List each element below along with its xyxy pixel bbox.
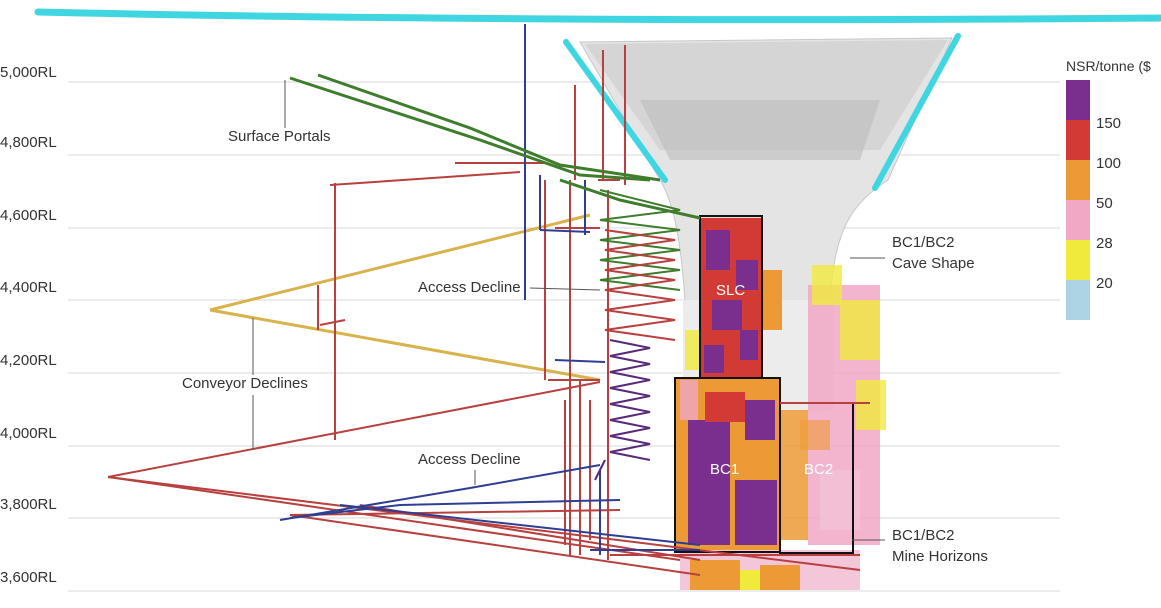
label-slc: SLC — [716, 282, 746, 299]
legend-tick-20: 20 — [1096, 275, 1113, 292]
legend-tick-50: 50 — [1096, 195, 1113, 212]
label-cave-shape-line1: BC1/BC2 — [890, 234, 957, 251]
legend-title: NSR/tonne ($ — [1066, 58, 1151, 74]
label-access-decline-lower: Access Decline — [416, 451, 523, 468]
bottom-grade-fringe — [680, 550, 860, 590]
cyan-funnel-left — [563, 39, 668, 183]
label-conveyor-declines: Conveyor Declines — [180, 375, 310, 392]
rl-level-5000: 5,000RL — [0, 64, 57, 81]
legend-swatch-gt150 — [1066, 80, 1090, 120]
red-shafts — [289, 45, 870, 576]
rl-level-4000: 4,000RL — [0, 425, 57, 442]
cyan-top-stroke — [34, 8, 1161, 24]
rl-level-4600: 4,600RL — [0, 207, 57, 224]
cyan-funnel-right — [872, 33, 961, 191]
blue-access — [279, 24, 701, 555]
bc2-grade-zone — [800, 265, 886, 545]
conveyor-declines — [209, 213, 601, 382]
legend-tick-28: 28 — [1096, 235, 1113, 252]
label-access-decline-upper: Access Decline — [416, 279, 523, 296]
label-mine-horizons-line1: BC1/BC2 — [890, 527, 957, 544]
rl-level-4800: 4,800RL — [0, 134, 57, 151]
slc-grade-zone — [685, 218, 782, 378]
legend-swatch-28-50 — [1066, 200, 1090, 240]
label-surface-portals: Surface Portals — [226, 128, 333, 145]
label-bc2: BC2 — [804, 461, 834, 478]
legend-tick-100: 100 — [1096, 155, 1122, 172]
rl-level-3600: 3,600RL — [0, 569, 57, 586]
zigzag-access-decline — [594, 229, 676, 481]
label-bc1: BC1 — [710, 461, 740, 478]
bc1-grade-zone — [675, 378, 808, 550]
label-mine-horizons-line2: Mine Horizons — [890, 548, 990, 565]
legend-swatch-100-150 — [1066, 120, 1090, 160]
legend-swatch-lt20 — [1066, 280, 1090, 320]
legend-swatch-50-100 — [1066, 160, 1090, 200]
legend-swatch-20-28 — [1066, 240, 1090, 280]
rl-level-4400: 4,400RL — [0, 279, 57, 296]
rl-level-3800: 3,800RL — [0, 496, 57, 513]
label-cave-shape-line2: Cave Shape — [890, 255, 977, 272]
leader-lines — [252, 80, 885, 541]
rl-level-4200: 4,200RL — [0, 352, 57, 369]
legend-tick-150: 150 — [1096, 115, 1122, 132]
